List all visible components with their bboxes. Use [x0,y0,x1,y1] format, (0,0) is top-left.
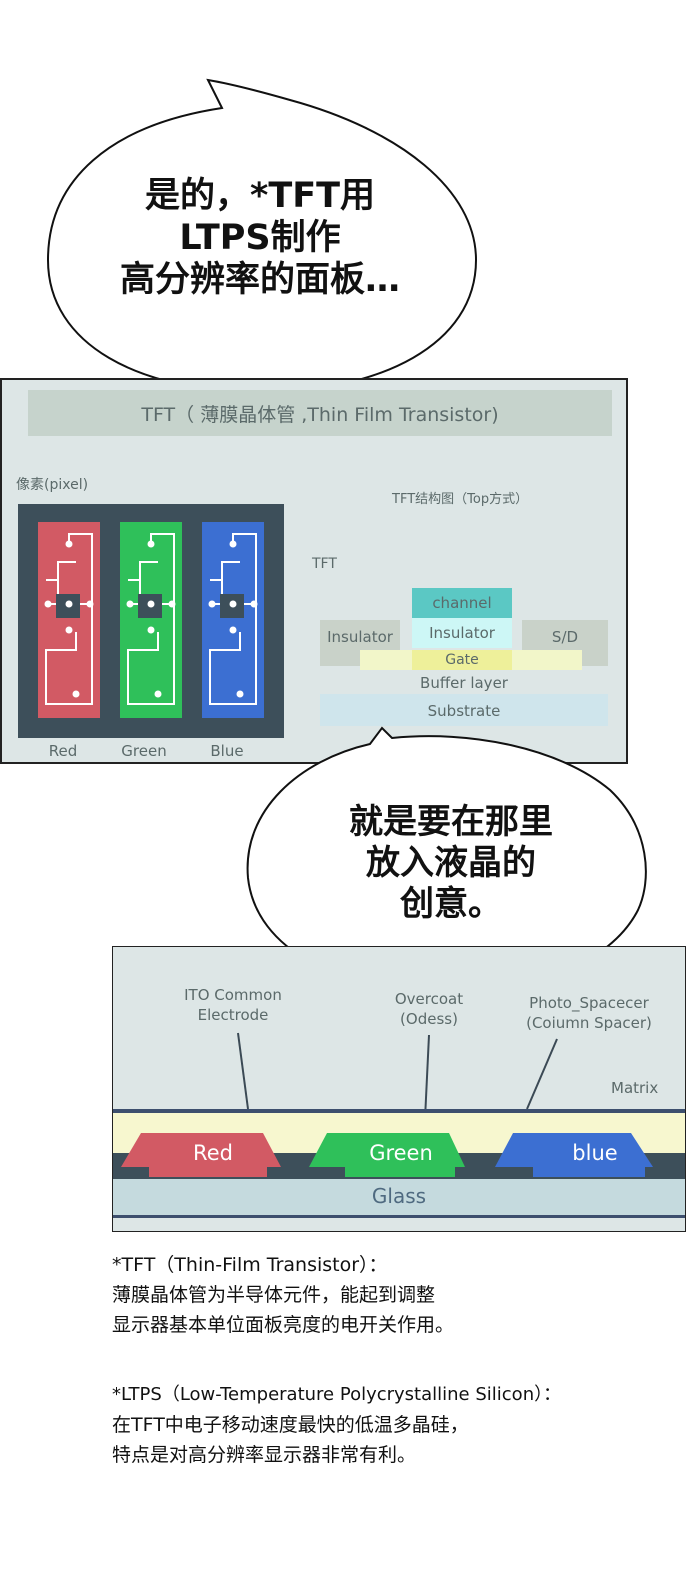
note-tft-line-3: 显示器基本单位面板亮度的电开关作用。 [112,1314,455,1336]
tft-diagram-panel: TFT（ 薄膜晶体管 ,Thin Film Transistor) 像素(pix… [0,378,628,764]
photo-spacer-label: Photo_Spacecer (Coiumn Spacer) [513,993,665,1033]
tft-label: TFT [312,556,337,572]
ito-label-line-2: Electrode [197,1006,269,1024]
pixel-subpixels [38,522,264,718]
tft-title-bar [28,390,612,436]
note-ltps-line-1: *LTPS（Low-Temperature Polycrystalline Si… [112,1384,562,1405]
note-tft-line-2: 薄膜晶体管为半导体元件，能起到调整 [112,1284,436,1306]
substrate-layer [320,694,608,726]
pixel-label: 像素(pixel) [16,477,89,493]
bubble1-line-1: 是的，*TFT用 [145,176,375,216]
note-tft: *TFT（Thin-Film Transistor）： 薄膜晶体管为半导体元件，… [112,1252,454,1338]
gate-label: Gate [445,652,479,668]
tft-title: TFT（ 薄膜晶体管 ,Thin Film Transistor) [141,404,499,426]
color-filter-panel: ITO Common Electrode Overcoat (Odess) Ph… [112,946,686,1232]
buffer-label: Buffer layer [420,674,508,692]
note-ltps-line-2: 在TFT中电子移动速度最快的低温多晶硅， [112,1414,469,1436]
green-subpixel [120,522,182,718]
red-subpixel [38,522,100,718]
color-filter-diagram [113,1032,685,1218]
speech-bubble-1: 是的，*TFT用 LTPS制作 高分辨率的面板… [0,0,690,380]
substrate-label: Substrate [427,702,501,720]
glass-label: Glass [371,1184,427,1208]
subpixel-label-red: Red [48,742,78,760]
bubble2-line-1: 就是要在那里 [349,802,553,842]
note-ltps: *LTPS（Low-Temperature Polycrystalline Si… [112,1382,561,1468]
overcoat-label-line-1: Overcoat [394,990,464,1008]
bubble2-line-3: 创意。 [400,883,502,924]
blue-subpixel [202,522,264,718]
channel-block [412,588,512,618]
overcoat-label: Overcoat (Odess) [379,989,479,1029]
photo-spacer-line-1: Photo_Spacecer [529,994,649,1012]
filter-label-green: Green [369,1141,433,1165]
structure-title: TFT结构图（Top方式） [392,492,529,507]
insulator-mid-label: Insulator [429,624,495,642]
insulator-left-label: Insulator [327,628,393,646]
subpixel-label-green: Green [121,742,167,760]
bubble1-line-3: 高分辨率的面板… [119,260,400,300]
channel-label: channel [432,594,492,612]
filter-label-blue: blue [572,1141,618,1165]
ito-label: ITO Common Electrode [173,985,293,1025]
subpixel-label-blue: Blue [210,742,244,760]
bubble1-line-2: LTPS制作 [179,218,341,258]
filter-label-red: Red [193,1141,233,1165]
bubble2-line-2: 放入液晶的 [366,842,536,883]
matrix-label: Matrix [611,1079,659,1097]
sd-label: S/D [551,628,579,646]
note-tft-line-1: *TFT（Thin-Film Transistor）： [112,1254,388,1276]
note-ltps-line-3: 特点是对高分辨率显示器非常有利。 [112,1444,417,1466]
photo-spacer-line-2: (Coiumn Spacer) [526,1014,652,1032]
insulator-mid-block [412,618,512,648]
overcoat-label-line-2: (Odess) [400,1010,458,1028]
ito-label-line-1: ITO Common [184,986,282,1004]
gate-block [412,650,512,670]
speech-bubble-2: 就是要在那里 放入液晶的 创意。 [296,802,606,924]
